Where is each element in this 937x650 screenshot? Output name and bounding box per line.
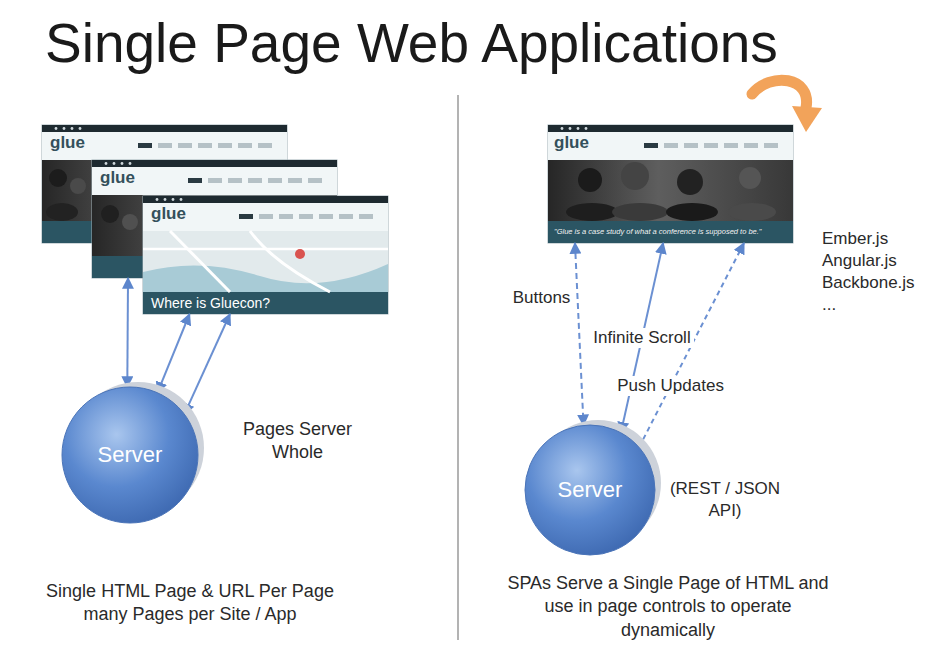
- diagram-title: Single Page Web Applications: [45, 8, 778, 80]
- logo-text: glue: [151, 204, 186, 224]
- crowd-head: [101, 205, 119, 223]
- crowd-body: [566, 203, 618, 221]
- edge-label: Infinite Scroll: [590, 328, 693, 348]
- note-label: Single HTML Page & URL Per Page many Pag…: [30, 580, 350, 627]
- edge-label: Push Updates: [614, 376, 727, 396]
- edge-label: Buttons: [510, 288, 574, 308]
- server-circle: Server: [62, 387, 198, 523]
- crowd-body: [46, 203, 78, 221]
- crowd-head: [70, 178, 86, 194]
- note-label: Pages Server Whole: [240, 418, 355, 465]
- webpage-screenshot: glue: [92, 160, 337, 278]
- server-circle: Server: [525, 425, 655, 555]
- map-ground: [143, 231, 388, 292]
- node-text: Server: [558, 477, 623, 502]
- server-disc: [525, 425, 655, 555]
- webpage-screenshot: glue: [42, 125, 287, 243]
- connector-group: [127, 243, 744, 447]
- server-disc: [62, 387, 198, 523]
- arrow-connector: [575, 243, 584, 425]
- webpage-screenshot: glue "Glue is a case study of what a conf…: [548, 125, 793, 243]
- map-water: [143, 264, 388, 292]
- crowd-head: [578, 168, 602, 192]
- map-pin: [295, 249, 305, 259]
- crowd-head: [677, 169, 703, 195]
- crowd-head: [122, 214, 138, 230]
- refresh-arrowhead: [792, 106, 822, 132]
- crowd-head: [621, 162, 649, 190]
- crowd-body: [612, 203, 668, 221]
- refresh-arrow: [752, 80, 807, 108]
- note-label: (REST / JSON API): [665, 478, 785, 522]
- crowd-body: [666, 203, 718, 221]
- node-text: "Glue is a case study of what a conferen…: [554, 228, 762, 237]
- logo-text: glue: [100, 168, 135, 188]
- crowd-head: [739, 167, 761, 189]
- map-road: [143, 248, 388, 251]
- arrow-connector: [126, 278, 129, 387]
- note-label: SPAs Serve a Single Page of HTML and use…: [503, 572, 833, 642]
- crowd-body: [728, 203, 776, 221]
- logo-text: glue: [50, 133, 85, 153]
- node-text: Where is Gluecon?: [151, 295, 270, 311]
- divider-line: [457, 95, 459, 640]
- arrow-connector: [184, 314, 230, 414]
- logo-text: glue: [554, 133, 589, 153]
- note-label: Ember.js Angular.js Backbone.js ...: [822, 228, 922, 316]
- webpage-screenshot: glueWhere is Gluecon?: [143, 196, 388, 314]
- map-road: [170, 231, 230, 292]
- arrow-connector: [157, 314, 189, 393]
- crowd-head: [49, 169, 67, 187]
- webpage-picture: [143, 196, 388, 314]
- map-road: [250, 231, 330, 292]
- node-text: Server: [98, 442, 163, 467]
- webpage-picture: [548, 125, 793, 243]
